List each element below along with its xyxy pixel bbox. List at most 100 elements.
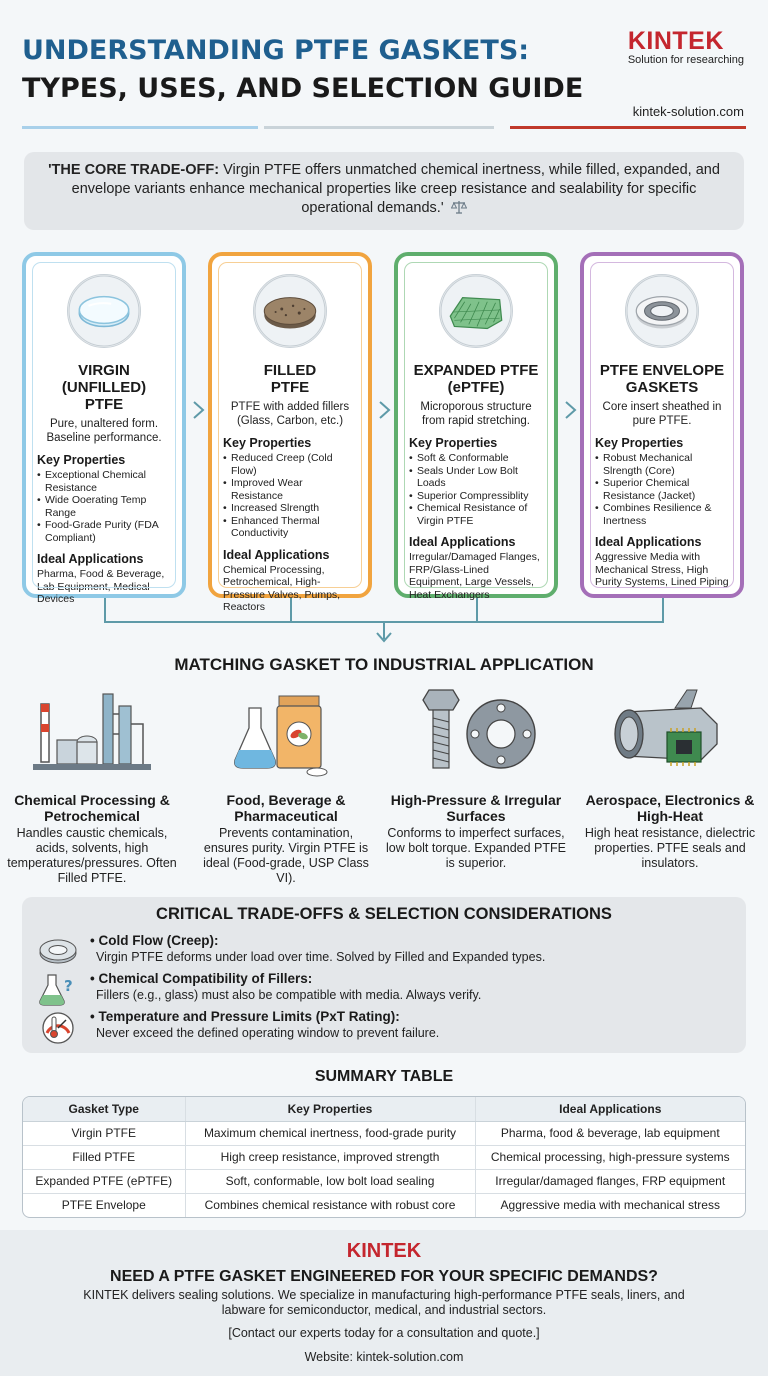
key-properties-heading: Key Properties — [595, 436, 684, 450]
ideal-applications-heading: Ideal Applications — [37, 552, 144, 566]
down-arrow-icon — [376, 632, 392, 643]
card-desc: PTFE with added fillers (Glass, Carbon, … — [230, 401, 350, 427]
critical-item-fillers: ? • Chemical Compatibility of Fillers: F… — [38, 971, 728, 1007]
card-expanded-ptfe: EXPANDED PTFE(ePTFE) Microporous structu… — [394, 252, 558, 601]
app-desc: High heat resistance, dielectric propert… — [584, 826, 756, 870]
critical-item-cold-flow: • Cold Flow (Creep): Virgin PTFE deforms… — [38, 933, 728, 969]
app-title: Aerospace, Electronics & High-Heat — [585, 792, 755, 824]
connector-line — [290, 598, 292, 622]
table-cell: Maximum chemical inertness, food-grade p… — [184, 1120, 475, 1145]
kintek-logo: KINTEK — [627, 27, 724, 55]
svg-text:?: ? — [64, 977, 73, 995]
ideal-applications-text: Pharma, Food & Beverage, Lab Equipment, … — [37, 568, 165, 605]
brand-tagline: Solution for researching — [627, 54, 744, 66]
card-desc: Microporous structure from rapid stretch… — [420, 401, 532, 427]
key-properties-heading: Key Properties — [37, 453, 126, 467]
flask-pills-icon — [234, 695, 328, 777]
connector-line — [383, 621, 385, 639]
envelope-gasket-icon — [625, 274, 699, 348]
key-properties-heading: Key Properties — [223, 436, 312, 450]
critical-title: CRITICAL TRADE-OFFS & SELECTION CONSIDER… — [156, 905, 612, 923]
list-item: Wide Ooerating Temp Range — [37, 494, 171, 519]
summary-table: Gasket Type Key Properties Ideal Applica… — [22, 1096, 746, 1218]
flask-question-icon: ? — [39, 974, 73, 1006]
page-title: UNDERSTANDING PTFE GASKETS: TYPES, USES,… — [22, 32, 583, 108]
table-row: PTFE Envelope Combines chemical resistan… — [23, 1192, 745, 1217]
list-item: Superior Compressiblity — [409, 490, 543, 503]
table-header-row: Gasket Type Key Properties Ideal Applica… — [23, 1097, 745, 1122]
table-cell: Irregular/damaged flanges, FRP equipment — [474, 1168, 745, 1193]
title-line-1: UNDERSTANDING PTFE GASKETS: — [22, 35, 530, 66]
app-desc: Handles caustic chemicals, acids, solven… — [7, 826, 177, 885]
critical-item-title: • Temperature and Pressure Limits (PxT R… — [90, 1009, 400, 1024]
summary-title: SUMMARY TABLE — [314, 1068, 454, 1085]
critical-tradeoffs-box: CRITICAL TRADE-OFFS & SELECTION CONSIDER… — [22, 897, 746, 1053]
table-cell: Expanded PTFE (ePTFE) — [23, 1168, 185, 1193]
app-title: High-Pressure & Irregular Surfaces — [390, 792, 562, 824]
deformed-gasket-icon — [39, 939, 77, 964]
list-item: Enhanced Thermal Conductivity — [223, 515, 357, 540]
header-website: kintek-solution.com — [632, 104, 744, 119]
applications-title: MATCHING GASKET TO INDUSTRIAL APPLICATIO… — [174, 655, 594, 674]
app-desc: Prevents contamination, ensures purity. … — [203, 826, 369, 885]
header-rule-blue — [22, 126, 258, 129]
card-virgin-ptfe: VIRGIN (UNFILLED)PTFE Pure, unaltered fo… — [22, 252, 186, 605]
table-cell: Aggressive media with mechanical stress — [474, 1192, 745, 1217]
core-tradeoff-box: 'THE CORE TRADE-OFF: Virgin PTFE offers … — [24, 152, 744, 230]
key-properties-list: Robust Mechanical Slrength (Core) Superi… — [595, 452, 729, 527]
table-row: Virgin PTFE Maximum chemical inertness, … — [23, 1120, 745, 1145]
chevron-right-icon — [565, 401, 577, 419]
ideal-applications-text: Irregular/Damaged Flanges, FRP/Glass-Lin… — [409, 551, 540, 601]
table-cell: Chemical processing, high-pressure syste… — [474, 1144, 745, 1169]
list-item: Increased Slrength — [223, 502, 357, 515]
card-desc: Pure, unaltered form. Baseline performan… — [46, 418, 162, 444]
table-cell: Pharma, food & beverage, lab equipment — [474, 1120, 745, 1145]
list-item: Superior Chemical Resistance (Jacket) — [595, 477, 729, 502]
list-item: Soft & Conformable — [409, 452, 543, 465]
contact-link[interactable]: [Contact our experts today for a consult… — [228, 1326, 540, 1340]
list-item: Seals Under Low Bolt Loads — [409, 465, 543, 490]
refinery-icon — [33, 693, 151, 770]
chevron-right-icon — [193, 401, 205, 419]
table-row: Expanded PTFE (ePTFE) Soft, conformable,… — [23, 1168, 745, 1193]
table-cell: High creep resistance, improved strength — [184, 1144, 475, 1169]
title-line-2: TYPES, USES, AND SELECTION GUIDE — [22, 73, 584, 104]
core-tradeoff-text: Virgin PTFE offers unmatched chemical in… — [71, 162, 720, 216]
column-header: Gasket Type — [23, 1097, 185, 1122]
list-item: Combines Resilience & Inertness — [595, 502, 729, 527]
table-cell: Filled PTFE — [23, 1144, 185, 1169]
critical-item-title: • Chemical Compatibility of Fillers: — [90, 971, 313, 986]
key-properties-list: Reduced Creep (Cold Flow) Improved Wear … — [223, 452, 357, 540]
ideal-applications-heading: Ideal Applications — [409, 535, 516, 549]
thermometer-gauge-icon — [42, 1012, 74, 1044]
app-title: Chemical Processing & Petrochemical — [14, 792, 170, 824]
core-tradeoff-lead: 'THE CORE TRADE-OFF: — [48, 162, 220, 178]
ideal-applications-text: Aggressive Media with Mechanical Stress,… — [595, 551, 729, 588]
critical-item-desc: Virgin PTFE deforms under load over time… — [96, 950, 546, 964]
list-item: Chemical Resistance of Virgin PTFE — [409, 502, 543, 527]
ideal-applications-heading: Ideal Applications — [595, 535, 702, 549]
chevron-right-icon — [379, 401, 391, 419]
key-properties-list: Exceptional Chemical Resistance Wide Ooe… — [37, 469, 171, 544]
app-desc: Conforms to imperfect surfaces, low bolt… — [386, 826, 566, 870]
key-properties-heading: Key Properties — [409, 436, 498, 450]
ideal-applications-heading: Ideal Applications — [223, 547, 330, 562]
table-cell: Combines chemical resistance with robust… — [184, 1192, 475, 1217]
column-header: Key Properties — [184, 1097, 475, 1122]
critical-item-title: • Cold Flow (Creep): — [90, 933, 219, 948]
scale-icon — [450, 201, 467, 214]
table-cell: Virgin PTFE — [23, 1120, 185, 1145]
header: UNDERSTANDING PTFE GASKETS: TYPES, USES,… — [0, 0, 768, 140]
app-aerospace: Aerospace, Electronics & High-Heat High … — [580, 684, 760, 871]
column-header: Ideal Applications — [474, 1097, 745, 1122]
footer-website-link[interactable]: Website: kintek-solution.com — [304, 1350, 464, 1364]
card-desc: Core insert sheathed in pure PTFE. — [602, 401, 722, 427]
table-cell: Soft, conformable, low bolt load sealing — [184, 1168, 475, 1193]
critical-item-pxt: • Temperature and Pressure Limits (PxT R… — [38, 1009, 728, 1045]
footer-question: NEED A PTFE GASKET ENGINEERED FOR YOUR S… — [110, 1268, 658, 1285]
card-title: EXPANDED PTFE(ePTFE) — [413, 362, 539, 396]
